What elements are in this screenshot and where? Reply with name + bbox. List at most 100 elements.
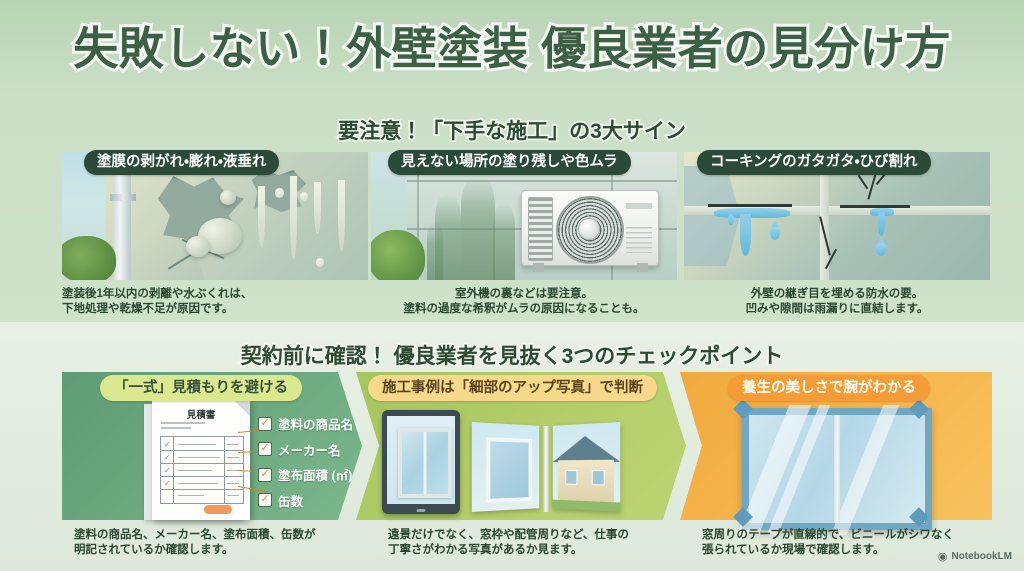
unit-foot: [637, 263, 648, 272]
unit-foot: [533, 263, 544, 272]
caulking-joint-horizontal: [684, 206, 990, 215]
panel-label-peeling: 塗膜の剥がれ・膨れ・液垂れ: [84, 150, 280, 175]
table-amount-line: [227, 444, 239, 446]
wall-seam: [407, 180, 677, 182]
doc-rule: [161, 427, 191, 429]
checkbox-checked-icon: ✓: [258, 442, 272, 456]
tablet-device: [382, 410, 460, 514]
paint-drip: [290, 176, 297, 260]
book-page-right: [552, 422, 621, 512]
page-fold-corner: [234, 400, 250, 416]
row-check-mark: ✓: [164, 479, 171, 488]
house-wall: [558, 459, 614, 506]
checklist-item: ✓ 塗布面積 (㎡): [258, 465, 353, 484]
unit-fan-hub: [578, 218, 600, 240]
section-heading-check-points: 契約前に確認！ 優良業者を見抜く3つのチェックポイント: [239, 343, 785, 370]
estimate-document: 見積書 ✓ ✓ ✓ ✓: [152, 400, 250, 520]
book-spine: [543, 426, 549, 512]
paint-unevenness-streak: [427, 222, 443, 280]
panel-label-caulking: コーキングのガタガタ・ひび割れ: [697, 150, 931, 175]
panel-caption-uneven-paint: 室外機の裏などは要注意。 塗料の過度な希釈がムラの原因になることも。: [403, 288, 645, 315]
paint-droplet: [300, 192, 308, 201]
table-text-line: [178, 470, 212, 472]
checklist-item-label: 缶数: [278, 494, 304, 509]
table-amount-line: [227, 457, 239, 459]
orange-stamp: [204, 505, 232, 514]
water-run: [878, 212, 885, 236]
paint-blister-medium: [186, 236, 210, 257]
checkpoint-caption-estimate: 塗料の商品名、メーカー名、塗布面積、缶数が 明記されているか確認します。: [74, 529, 316, 556]
table-row-divider: [161, 463, 243, 465]
checkpoint-caption-photos: 遠景だけでなく、窓枠や配管周りなど、仕事の 丁寧さがわかる写真があるか見ます。: [388, 529, 629, 556]
photo-book: [471, 422, 621, 514]
doc-rule: [161, 422, 205, 424]
pipe-band: [110, 194, 136, 201]
crack-horizontal: [840, 205, 910, 208]
water-run: [740, 214, 751, 256]
table-text-line: [178, 444, 216, 446]
house-window: [565, 469, 578, 485]
checkbox-checked-icon: ✓: [258, 416, 272, 431]
estimate-checklist: ✓ 塗料の商品名 ✓ メーカー名 ✓ 塗布面積 (㎡) ✓ 缶数: [258, 414, 353, 516]
window-mullion: [834, 415, 840, 523]
table-column-divider: [173, 437, 175, 503]
table-amount-line: [227, 470, 239, 472]
bush: [62, 236, 116, 280]
checkpoint-label-masking: 養生の美しさで腕がわかる: [728, 375, 930, 401]
water-droplet: [770, 226, 780, 240]
house-window: [591, 470, 605, 486]
window-frame-photo: [398, 428, 452, 498]
unit-badge: [626, 203, 652, 209]
paint-blister-small: [220, 190, 236, 205]
masked-window: [736, 405, 932, 535]
title-band: 失敗しない！外壁塗装 優良業者の見分け方: [0, 0, 1024, 92]
section-heading-warning-signs: 要注意！「下手な施工」の3大サイン: [336, 118, 687, 145]
checkpoint-label-estimate: 「一式」見積もりを避ける: [100, 375, 302, 401]
row-check-mark: ✓: [164, 466, 171, 475]
water-droplet: [876, 242, 886, 256]
unit-vent-lines: [626, 227, 652, 253]
tablet-screen: [387, 416, 455, 504]
grass-strip: [552, 499, 621, 512]
table-row-divider: [161, 476, 243, 478]
air-conditioner-outdoor-unit: [521, 190, 659, 266]
table-row-divider: [161, 450, 243, 452]
water-seepage: [714, 208, 790, 218]
checkbox-checked-icon: ✓: [258, 467, 272, 482]
paint-drip: [338, 180, 345, 252]
notebooklm-icon: ◉: [937, 551, 948, 563]
tablet-home-indicator: [416, 509, 426, 512]
table-row-divider: [161, 489, 243, 491]
checklist-item: ✓ 缶数: [258, 491, 353, 510]
checklist-item-label: メーカー名: [278, 443, 341, 458]
panel-caption-peeling: 塗装後1年以内の剥離や水ぶくれは、 下地処理や乾燥不足が原因です。: [62, 288, 253, 315]
checklist-item: ✓ 塗料の商品名: [258, 414, 353, 433]
checklist-item-label: 塗布面積 (㎡): [278, 469, 353, 483]
panel-caption-caulking: 外壁の継ぎ目を埋める防水の要。 凹みや隙間は雨漏りに直結します。: [745, 288, 929, 315]
window-closeup-photo: [486, 437, 533, 503]
estimate-document-title: 見積書: [186, 410, 216, 421]
unit-side-grille: [528, 197, 553, 261]
table-text-line: [178, 495, 204, 497]
table-amount-line: [227, 483, 239, 485]
table-text-line: [178, 457, 220, 459]
water-droplet: [728, 216, 734, 225]
table-column-divider: [223, 437, 225, 503]
book-page-left: [471, 422, 540, 512]
caulking-joint-vertical: [820, 152, 829, 280]
checkpoint-label-photos: 施工事例は「細部のアップ写真」で判断: [368, 375, 657, 401]
checklist-item: ✓ メーカー名: [258, 440, 353, 459]
page-title: 失敗しない！外壁塗装 優良業者の見分け方: [70, 20, 953, 77]
crack-horizontal: [708, 204, 792, 207]
paint-droplet: [316, 258, 324, 267]
panel-label-uneven-paint: 見えない場所の塗り残しや色ムラ: [388, 150, 631, 175]
table-amount-line: [227, 495, 239, 497]
wall-seam-vertical: [417, 152, 419, 280]
paint-unevenness-streak: [493, 204, 515, 280]
drain-pipe: [114, 152, 131, 280]
paint-drip: [258, 186, 265, 248]
bush: [371, 230, 425, 280]
table-text-line: [178, 483, 218, 485]
checkpoint-caption-masking: 窓周りのテープが直線的で、ビニールがシワなく 張られているか現場で確認します。: [702, 529, 954, 556]
